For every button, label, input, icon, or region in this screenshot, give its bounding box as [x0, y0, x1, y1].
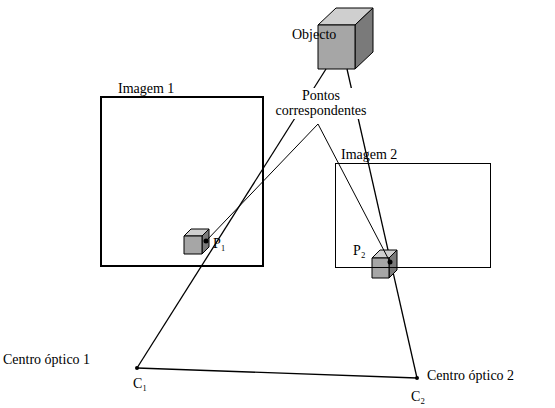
optical-centre-label: Centro óptico 2 — [427, 368, 514, 383]
baseline — [137, 368, 417, 378]
object-label: Objecto — [292, 27, 336, 42]
point-label: P₂ — [353, 243, 366, 258]
point-p1 — [204, 239, 209, 244]
correspondence-leader — [206, 124, 390, 262]
image-heading: Imagem 2 — [341, 147, 397, 162]
optical-centre-label: Centro óptico 1 — [3, 352, 90, 367]
optical-centre-2 — [415, 376, 419, 380]
image-heading: Imagem 1 — [118, 81, 174, 96]
optical-centre-symbol: C₁ — [133, 376, 147, 391]
optical-centre-symbol: C₂ — [411, 389, 425, 404]
image-plane-1: Imagem 1 — [100, 96, 264, 267]
image-cube-1 — [184, 229, 209, 254]
optical-centre-1 — [135, 366, 139, 370]
point-label: P₁ — [213, 236, 226, 251]
point-p2 — [388, 260, 393, 265]
image-cube-2 — [372, 250, 397, 278]
correspondence-label: Pontos correspondentes — [266, 88, 376, 119]
